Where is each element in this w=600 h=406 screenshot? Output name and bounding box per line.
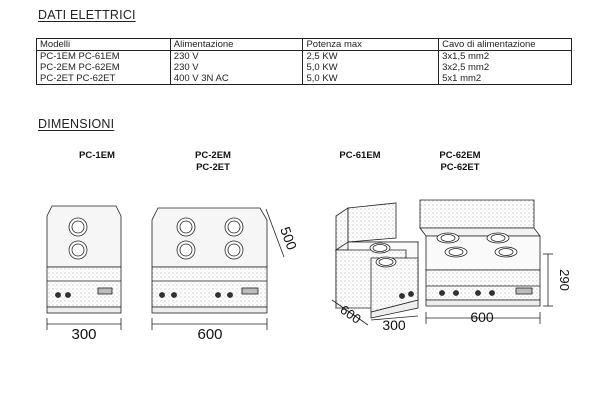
table-cell: 230 V [169, 62, 303, 73]
table-cell: 400 V 3N AC [169, 73, 303, 85]
dimension-label: 290 [557, 269, 572, 291]
cooktop-drawing-pc-1em [46, 205, 122, 314]
model-label-line: PC-62ET [440, 162, 480, 173]
cooktop-drawing-pc-61em [334, 202, 420, 319]
table-row: PC-2ET PC-62ET 400 V 3N AC 5,0 KW 5x1 mm… [36, 73, 572, 85]
column-header: Potenza max [302, 38, 439, 51]
table-cell: 5,0 KW [302, 73, 439, 85]
table-row: PC-2EM PC-62EM 230 V 5,0 KW 3x2,5 mm2 [36, 62, 572, 73]
dimension-label: 300 [382, 317, 406, 333]
dimension-width-pc-2em: 600 [151, 318, 268, 343]
dimension-label: 300 [71, 326, 96, 343]
table-cell: 5,0 KW [302, 62, 439, 73]
model-label-pc-2em: PC-2EM PC-2ET [178, 150, 248, 174]
electrical-data-table: Modelli Alimentazione Potenza max Cavo d… [36, 38, 572, 85]
dimension-width-pc-1em: 300 [46, 318, 122, 343]
model-label-line: PC-62EM [439, 150, 481, 161]
dimensions-section-title: DIMENSIONI [38, 117, 115, 131]
model-label-line: PC-1EM [79, 150, 115, 161]
dimension-width-pc-61em: 300 [370, 315, 419, 333]
column-header: Alimentazione [169, 38, 303, 51]
table-cell: 3x1,5 mm2 [438, 50, 572, 62]
table-cell: 5x1 mm2 [438, 73, 572, 85]
table-row: PC-1EM PC-61EM 230 V 2,5 KW 3x1,5 mm2 [36, 50, 572, 62]
table-cell: PC-2EM PC-62EM [36, 62, 171, 73]
model-label-line: PC-2ET [196, 162, 230, 173]
electrical-section-title: DATI ELETTRICI [38, 8, 136, 22]
table-cell: 2,5 KW [302, 50, 439, 62]
cooktop-drawing-pc-2em [151, 207, 268, 314]
column-header: Cavo di alimentazione [438, 38, 572, 51]
cooktop-drawing-pc-62em [419, 199, 541, 307]
dimension-label: 600 [470, 309, 494, 325]
model-label-line: PC-2EM [195, 150, 231, 161]
table-cell: 230 V [169, 50, 303, 62]
table-header-row: Modelli Alimentazione Potenza max Cavo d… [36, 38, 572, 51]
model-label-pc-61em: PC-61EM [325, 150, 395, 162]
dimension-height-pc-62em: 290 [543, 253, 572, 307]
model-label-line: PC-61EM [339, 150, 381, 161]
table-cell: PC-2ET PC-62ET [36, 73, 171, 85]
dimension-width-pc-62em: 600 [425, 309, 541, 325]
dimension-label: 500 [277, 225, 300, 253]
model-label-pc-1em: PC-1EM [62, 150, 132, 162]
table-cell: 3x2,5 mm2 [438, 62, 572, 73]
dimension-depth-pc-2em: 500 [265, 208, 300, 258]
dimension-label: 600 [197, 326, 222, 343]
table-cell: PC-1EM PC-61EM [36, 50, 171, 62]
column-header: Modelli [36, 38, 171, 51]
model-label-pc-62em: PC-62EM PC-62ET [424, 150, 496, 174]
